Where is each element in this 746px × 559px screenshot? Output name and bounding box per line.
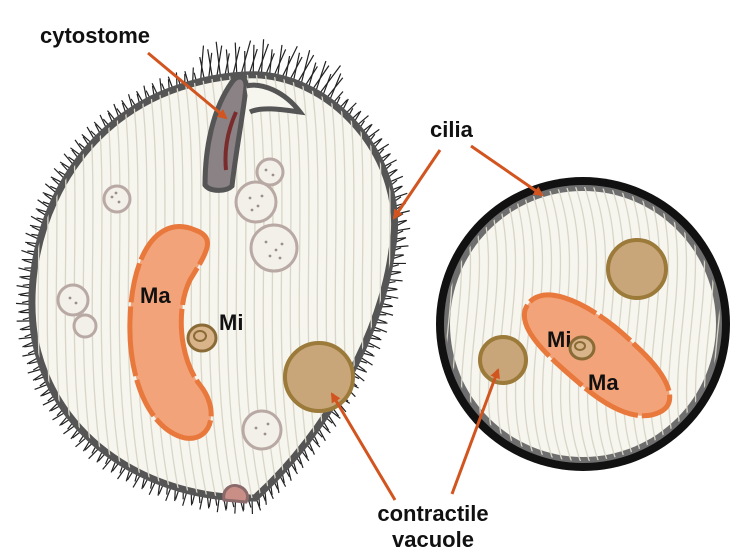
striation-line — [735, 180, 746, 470]
contractile-vacuole-right — [480, 337, 526, 383]
macronucleus-left-label: Ma — [140, 283, 171, 308]
food-vacuole — [236, 182, 276, 222]
food-vacuole — [243, 411, 281, 449]
micronucleus-right-label: Mi — [547, 327, 571, 352]
micronucleus-left — [188, 325, 216, 351]
cilium — [305, 66, 318, 86]
striation-line — [398, 60, 428, 520]
cilium — [285, 56, 289, 80]
cilium — [293, 53, 299, 82]
food-vacuole — [58, 285, 88, 315]
macronucleus-right-label: Ma — [588, 370, 619, 395]
contractile-vacuole-label-line2: vacuole — [392, 527, 474, 552]
micronucleus-right — [570, 337, 594, 359]
cilium — [241, 41, 251, 76]
contractile-vacuole-right-top — [608, 240, 666, 298]
cilium — [319, 66, 340, 95]
cilium — [226, 49, 228, 76]
cytostome-label: cytostome — [40, 23, 150, 48]
cilium — [269, 49, 272, 76]
contractile-vacuole-left — [285, 343, 353, 411]
cilia-label: cilia — [430, 117, 474, 142]
cilia-pointer-left — [394, 150, 440, 218]
food-vacuole — [251, 225, 297, 271]
cilium — [253, 45, 254, 75]
cilia-pointer-right — [471, 146, 542, 195]
cilium — [278, 45, 282, 78]
food-vacuole — [74, 315, 96, 337]
cilium — [235, 43, 237, 76]
contractile-vacuole-label-line1: contractile — [377, 501, 488, 526]
food-vacuole — [104, 186, 130, 212]
micronucleus-left-label: Mi — [219, 310, 243, 335]
cilium — [308, 63, 316, 89]
contractile-vacuole-pointer-left — [332, 394, 395, 500]
cytoproct — [224, 486, 248, 502]
